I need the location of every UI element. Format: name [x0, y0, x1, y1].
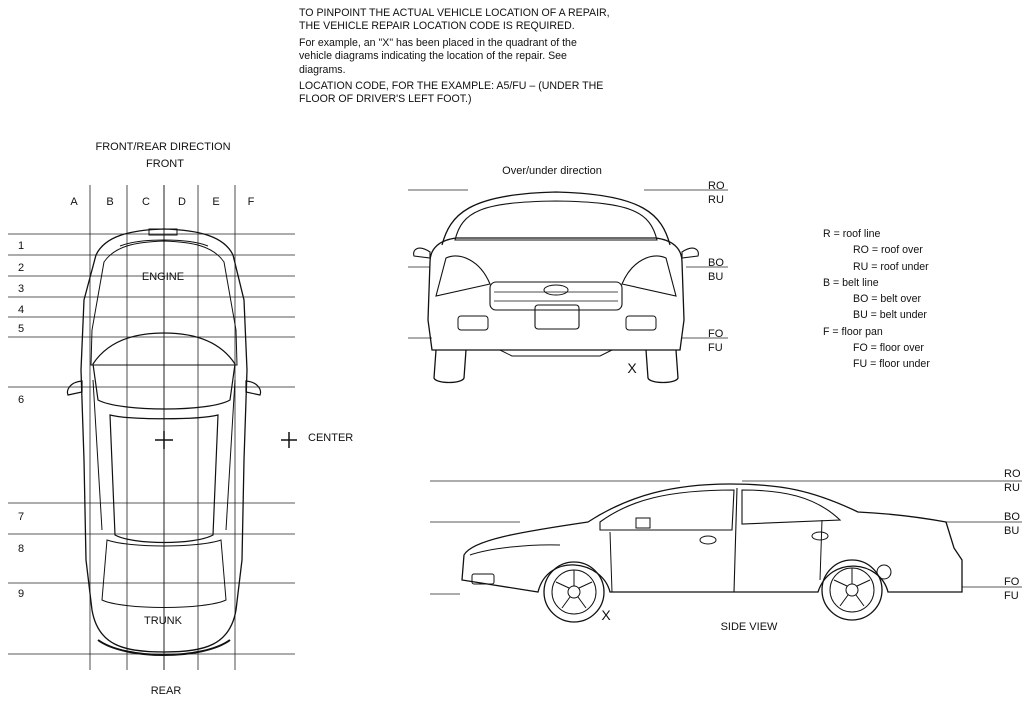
legend-floor-over: FO = floor over	[853, 342, 924, 355]
row-label: 9	[18, 588, 24, 600]
legend-floor-pan: F = floor pan	[823, 325, 883, 338]
row-label: 4	[18, 304, 24, 316]
instruction-line: diagrams.	[299, 63, 346, 76]
level-label: RU	[1004, 482, 1020, 494]
row-label: 2	[18, 262, 24, 274]
row-label: 6	[18, 394, 24, 406]
front-level-lines	[408, 189, 728, 339]
level-label: FU	[1004, 590, 1019, 602]
front-view-diagram: Over/under direction RO RU BO BU FO FU	[408, 165, 728, 384]
car-top-outline	[66, 228, 262, 656]
trunk-label: TRUNK	[144, 615, 183, 627]
level-label: FO	[708, 328, 724, 340]
instructions-block: TO PINPOINT THE ACTUAL VEHICLE LOCATION …	[299, 7, 699, 107]
level-label: BO	[1004, 511, 1020, 523]
legend-roof-over: RO = roof over	[853, 244, 923, 257]
rear-label: REAR	[151, 685, 182, 697]
level-label: RU	[708, 194, 724, 206]
side-view-caption: SIDE VIEW	[721, 621, 778, 633]
legend-belt-under: BU = belt under	[853, 309, 927, 322]
center-mark	[155, 431, 297, 449]
column-label: C	[142, 196, 150, 208]
level-label: FU	[708, 342, 723, 354]
row-label: 3	[18, 283, 24, 295]
engine-label: ENGINE	[142, 271, 184, 283]
column-label: E	[212, 196, 219, 208]
row-label: 5	[18, 323, 24, 335]
instruction-line: FLOOR OF DRIVER'S LEFT FOOT.)	[299, 93, 472, 106]
level-label: RO	[708, 180, 725, 192]
legend-belt-over: BO = belt over	[853, 293, 922, 306]
level-label: FO	[1004, 576, 1020, 588]
repair-marker-front: X	[627, 360, 637, 376]
top-view-diagram: FRONT/REAR DIRECTION FRONT REAR A B C D …	[8, 141, 353, 697]
location-code-legend: R = roof line RO = roof over RU = roof u…	[823, 226, 930, 373]
instruction-line: TO PINPOINT THE ACTUAL VEHICLE LOCATION …	[299, 7, 610, 19]
level-label: BU	[708, 271, 723, 283]
front-label: FRONT	[146, 158, 184, 170]
row-label: 1	[18, 240, 24, 252]
row-label: 7	[18, 511, 24, 523]
legend-floor-under: FU = floor under	[853, 358, 930, 371]
side-level-lines	[430, 480, 1022, 595]
row-label: 8	[18, 543, 24, 555]
center-label: CENTER	[308, 432, 353, 444]
legend-roof-under: RU = roof under	[853, 260, 929, 273]
column-label: A	[70, 196, 78, 208]
instruction-line: For example, an "X" has been placed in t…	[299, 36, 577, 49]
location-grid	[8, 185, 295, 670]
instruction-line: LOCATION CODE, FOR THE EXAMPLE: A5/FU – …	[299, 80, 604, 93]
instruction-line: THE VEHICLE REPAIR LOCATION CODE IS REQU…	[299, 20, 575, 33]
side-view-diagram: RO RU BO BU FO FU X SIDE VIE	[430, 468, 1022, 633]
level-label: RO	[1004, 468, 1021, 480]
car-front-outline	[413, 191, 699, 384]
top-view-heading: FRONT/REAR DIRECTION	[95, 141, 230, 153]
level-label: BU	[1004, 525, 1019, 537]
level-label: BO	[708, 257, 724, 269]
repair-marker-side: X	[601, 607, 611, 623]
column-label: B	[106, 196, 113, 208]
front-view-heading: Over/under direction	[502, 165, 602, 177]
legend-roof-line: R = roof line	[823, 228, 881, 240]
column-label: F	[248, 196, 255, 208]
car-side-outline	[461, 483, 963, 623]
legend-belt-line: B = belt line	[823, 276, 879, 289]
instruction-line: vehicle diagrams indicating the location…	[299, 50, 567, 63]
column-label: D	[178, 196, 186, 208]
